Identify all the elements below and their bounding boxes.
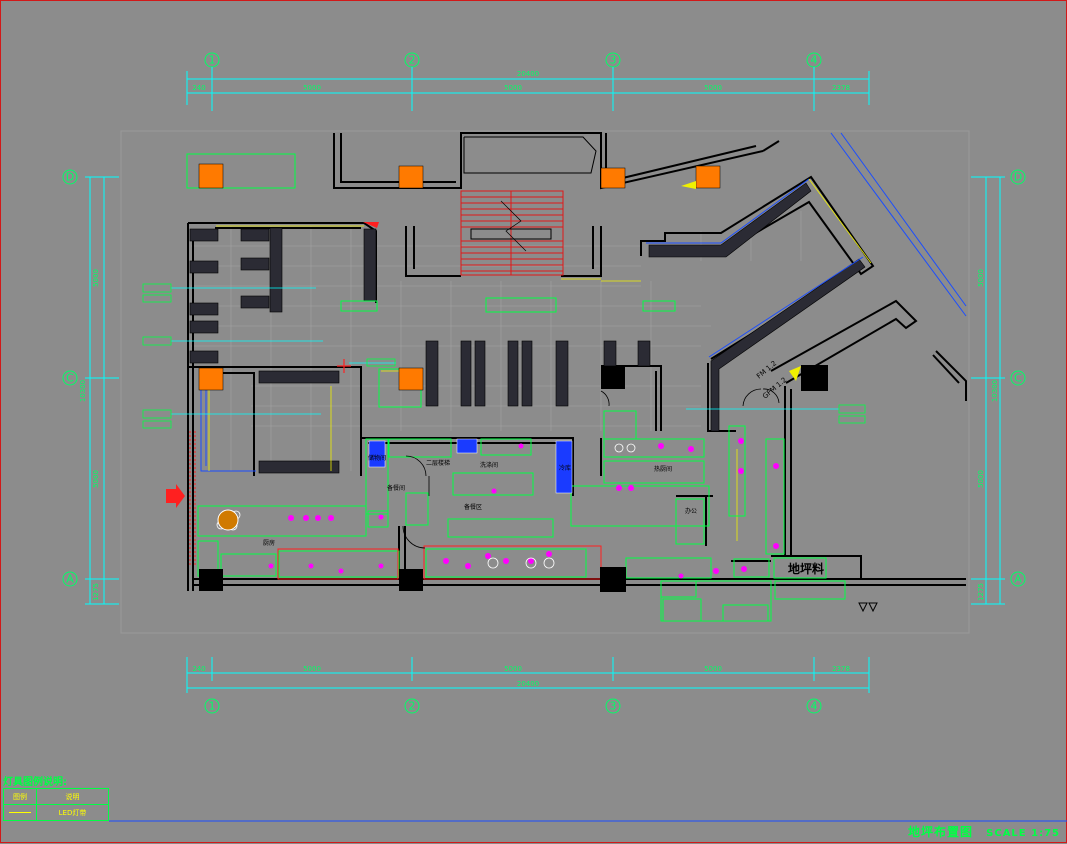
left-dim-2: 10300: [79, 380, 87, 402]
bottom-dim-5: 2378: [832, 665, 850, 673]
legend-row-led: LED灯带: [4, 805, 108, 820]
legend-header-row: 图例 说明: [4, 789, 108, 805]
room-label-cold: 冷库: [559, 464, 571, 472]
room-label-wash: 洗涤间: [480, 461, 498, 469]
left-dim-1: 5000: [92, 269, 100, 287]
bottom-dim-2: 5000: [303, 665, 321, 673]
left-dim-4: 1275: [92, 583, 100, 601]
room-label-kitchen: 厨房: [263, 539, 275, 547]
axis-left-a: A: [66, 573, 74, 586]
left-dim-3: 5000: [92, 470, 100, 488]
axis-left-c: C: [66, 372, 74, 385]
room-label-pantry: 备餐区: [464, 503, 482, 511]
axis-bottom-4: 4: [811, 700, 818, 713]
axis-top-1: 1: [209, 54, 216, 67]
walls: [187, 132, 967, 591]
room-label-hot-kitchen: 热厨间: [654, 465, 672, 473]
column-flag-marker-2: [681, 181, 696, 189]
axis-top-4: 4: [811, 54, 818, 67]
room-label-stairs: 二层楼梯: [426, 459, 450, 467]
blue-accent-lines: [109, 132, 1067, 822]
axis-bottom-2: 2: [409, 700, 416, 713]
right-axis-bubbles: [1010, 169, 1026, 587]
room-label-storage: 储物间: [368, 454, 386, 462]
legend-title: 灯具图例说明:: [3, 777, 67, 788]
column-flag-marker-3: [363, 222, 379, 228]
legend-led-label: LED灯带: [58, 808, 87, 817]
right-dim-3: 5000: [977, 470, 985, 488]
drawing-title-block: 地坪布置图 SCALE 1:75: [908, 823, 1060, 840]
entrance-arrow-icon: [166, 484, 185, 508]
callout-leaders: [171, 287, 839, 415]
top-dim-3: 5000: [504, 84, 522, 92]
axis-right-a: A: [1014, 573, 1022, 586]
black-columns: [199, 365, 828, 592]
top-dim-5: 2378: [832, 84, 850, 92]
right-dim-1: 5000: [977, 269, 985, 287]
fixture-markers: [228, 438, 779, 579]
kitchen-equipment: [186, 153, 846, 622]
bottom-total-dim: 20400: [517, 680, 539, 688]
axis-bottom-1: 1: [209, 700, 216, 713]
island-counter: [217, 509, 239, 531]
right-dimension-chain: [971, 176, 1005, 605]
bottom-dimension-chain: [186, 657, 870, 693]
legend-led-line-icon: [4, 805, 37, 820]
section-mark-icon: [858, 602, 878, 613]
right-dim-4: 1275: [977, 583, 985, 601]
axis-right-d: D: [1014, 171, 1022, 184]
legend-col-symbol: 图例: [4, 789, 37, 804]
orange-columns: [198, 163, 721, 391]
axis-bottom-3: 3: [610, 700, 617, 713]
top-dim-4: 5000: [704, 84, 722, 92]
bottom-dim-3: 5000: [504, 665, 522, 673]
drawing-scale: SCALE 1:75: [986, 828, 1060, 839]
red-marker: [337, 359, 351, 373]
axis-left-d: D: [66, 171, 74, 184]
legend-col-desc: 说明: [65, 792, 80, 801]
left-dimension-chain: [85, 176, 119, 605]
axis-right-c: C: [1014, 372, 1022, 385]
callout-tags: [142, 283, 866, 429]
left-axis-bubbles: [62, 169, 78, 587]
door-swings: [402, 388, 780, 549]
void-outline: [463, 136, 597, 174]
top-dim-1: 240: [192, 84, 205, 92]
plan-extent: [120, 130, 970, 634]
column-flag-marker: [789, 366, 801, 381]
bottom-axis-bubbles: [204, 698, 822, 714]
bottom-dim-4: 5000: [704, 665, 722, 673]
top-axis-bubbles: [204, 52, 822, 111]
top-dim-2: 5000: [303, 84, 321, 92]
staircase: [460, 190, 564, 276]
bottom-dim-1: 240: [192, 665, 205, 673]
drawing-title: 地坪布置图: [907, 825, 973, 839]
legend-table: 图例 说明 LED灯带: [3, 788, 109, 821]
room-label-office: 办公: [685, 507, 697, 515]
seating: [189, 182, 866, 474]
room-label-big: 地坪料: [788, 561, 824, 576]
right-dim-2: 10300: [991, 380, 999, 402]
axis-top-2: 2: [409, 54, 416, 67]
room-label-prep: 备餐间: [387, 484, 405, 492]
red-counter-outlines: [189, 431, 602, 580]
cold-room-hatched: [368, 438, 573, 494]
axis-top-3: 3: [610, 54, 617, 67]
top-total-dim: 20400: [517, 70, 539, 78]
